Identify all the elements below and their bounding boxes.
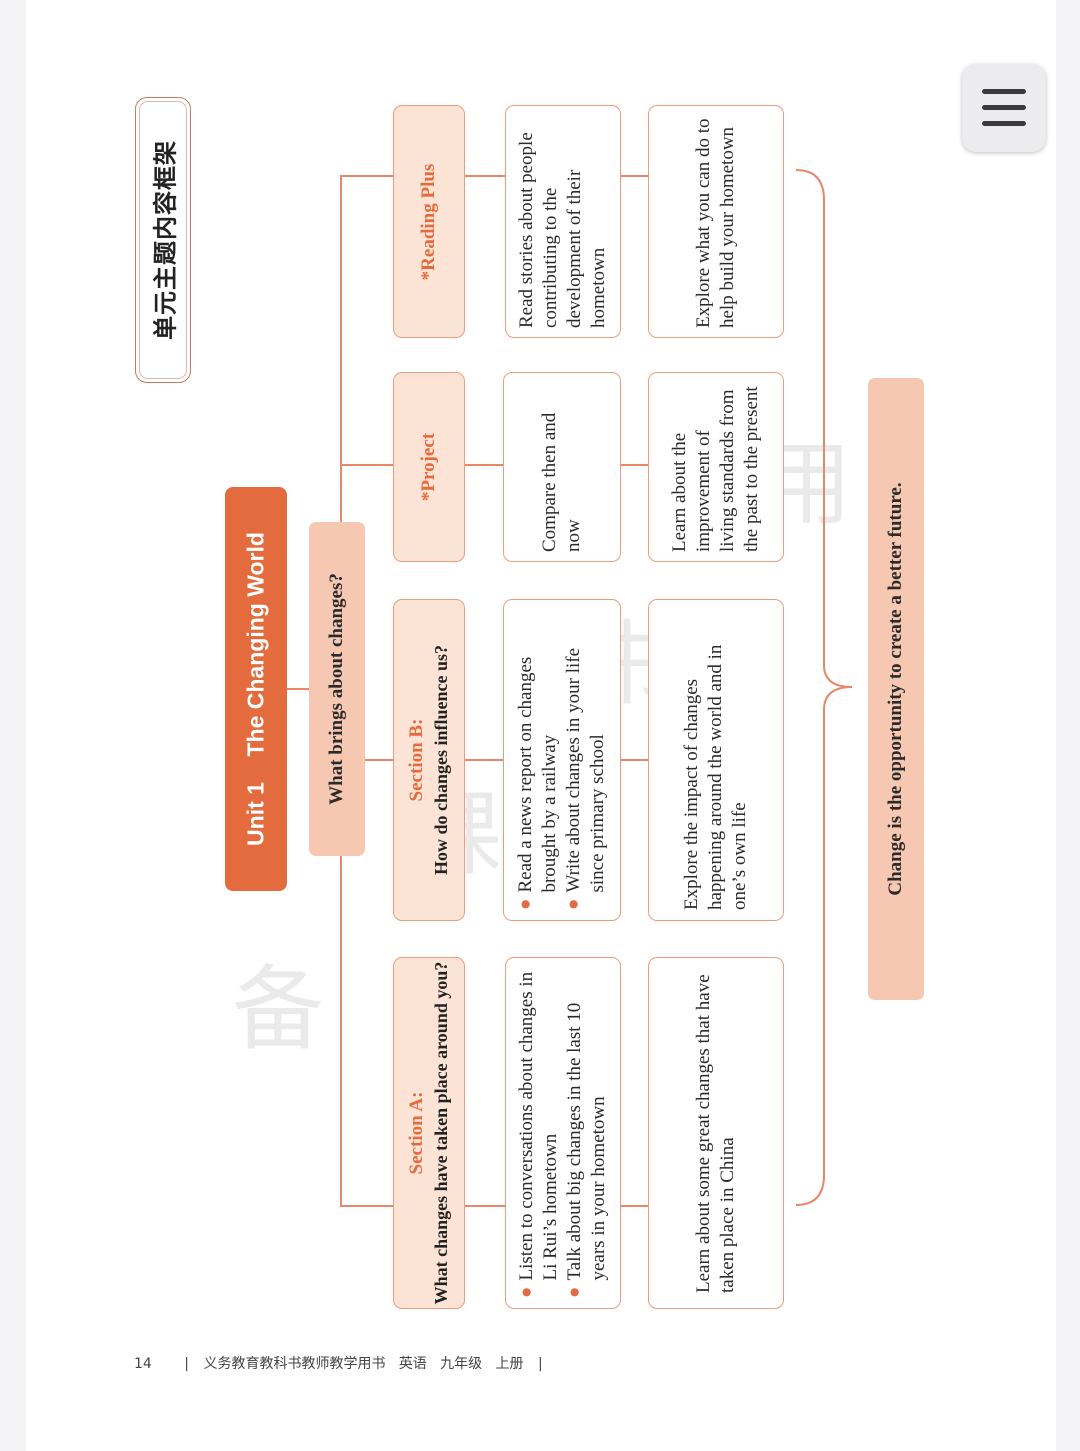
section-a-name: Section A: (406, 1091, 427, 1175)
section-b-goal: Explore the impact of changes happening … (648, 599, 784, 921)
list-item: Compare then and now (539, 412, 584, 552)
reading-plus-header: *Reading Plus (393, 105, 465, 338)
page-footer: 14 | 义务教育教科书教师教学用书 英语 九年级 上册 | (134, 1356, 543, 1372)
section-a-question: What changes have taken place around you… (431, 961, 451, 1305)
section-b-question: How do changes influence us? (431, 644, 451, 876)
list-item: Read a news report on changes brought by… (515, 656, 560, 893)
book-title: 义务教育教科书教师教学用书 英语 九年级 上册 (203, 1356, 524, 1372)
project-name: *Project (418, 432, 439, 502)
reading-plus-name: *Reading Plus (418, 163, 439, 280)
goal-text: Learn about some great changes that have… (693, 974, 738, 1293)
page-number: 14 (134, 1356, 152, 1372)
list-item: Talk about big changes in the last 10 ye… (564, 1002, 609, 1281)
reading-plus-goal: Explore what you can do to help build yo… (648, 105, 784, 338)
reading-plus-activities: Read stories about people contributing t… (505, 105, 621, 338)
brace-icon (795, 169, 853, 1206)
section-a-header: Section A: What changes have taken place… (393, 957, 465, 1309)
bullet-icon: ● (516, 1286, 537, 1298)
conclusion-box: Change is the opportunity to create a be… (868, 378, 924, 1000)
project-activities: Compare then and now (503, 372, 621, 562)
section-a-activities: ●Listen to conversations about changes i… (505, 957, 621, 1309)
conclusion: Change is the opportunity to create a be… (885, 482, 906, 896)
goal-text: Learn about the improvement of living st… (669, 386, 762, 552)
goal-text: Explore what you can do to help build yo… (693, 118, 738, 328)
unit-title-box: Unit 1 The Changing World (225, 487, 287, 891)
project-goal: Learn about the improvement of living st… (648, 372, 784, 562)
section-a-goal: Learn about some great changes that have… (648, 957, 784, 1309)
list-item: Listen to conversations about changes in… (516, 971, 561, 1281)
big-question: What brings about changes? (326, 573, 347, 805)
section-b-header: Section B: How do changes influence us? (393, 599, 465, 921)
page-title: 单元主题内容框架 (150, 140, 180, 340)
list-item: Write about changes in your life since p… (563, 647, 608, 893)
bullet-icon: ● (564, 1286, 585, 1298)
section-b-name: Section B: (406, 718, 427, 802)
section-b-activities: ●Read a news report on changes brought b… (503, 599, 621, 921)
bullet-icon: ● (563, 898, 584, 910)
big-question-box: What brings about changes? (309, 522, 365, 856)
menu-button[interactable] (962, 64, 1046, 152)
goal-text: Explore the impact of changes happening … (681, 644, 750, 910)
bullet-icon: ● (515, 898, 536, 910)
project-header: *Project (393, 372, 465, 562)
unit-title: Unit 1 The Changing World (242, 532, 269, 846)
page-title-frame: 单元主题内容框架 (135, 97, 191, 383)
list-item: Read stories about people contributing t… (516, 131, 609, 328)
